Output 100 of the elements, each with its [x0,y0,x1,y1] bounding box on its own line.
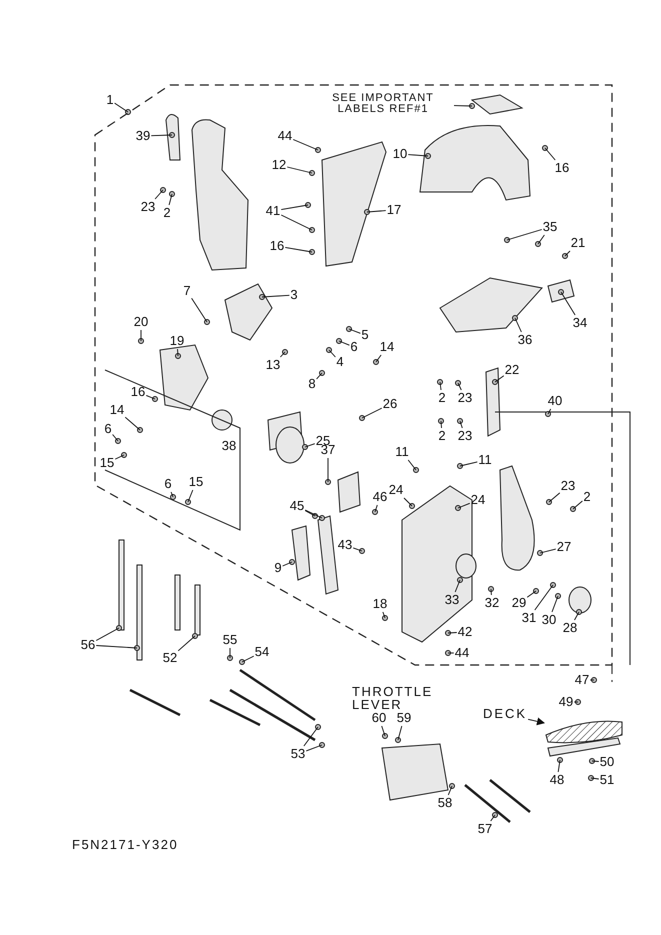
leader-line [592,760,600,762]
leader-line [362,408,382,418]
callout-number: 47 [574,673,590,687]
callout-number: 40 [548,394,562,408]
leader-line [376,354,382,362]
leader-line [458,382,462,390]
callout-number: 51 [600,773,614,787]
callout-number: 45 [290,499,304,513]
callout-number: 53 [290,747,306,761]
callout-number: 22 [504,363,520,377]
leader-line [558,760,560,772]
leader-line [526,590,536,598]
leader-line [544,148,556,160]
callout-number: 4 [336,355,344,369]
leader-line [154,190,164,200]
leader-line [242,656,254,662]
leader-line [552,596,558,612]
callout-number: 15 [100,456,114,470]
part-label: DECK [482,707,528,721]
leader-line [440,420,442,428]
leader-line [112,434,118,442]
callout-number: 24 [388,483,404,497]
callout-number: 27 [556,540,572,554]
callout-number: 18 [372,597,388,611]
callout-number: 1 [106,93,114,107]
leader-line [124,416,140,430]
leader-line [114,454,124,460]
drawing-code: F5N2171-Y320 [72,838,180,851]
leader-line [454,105,472,106]
callout-number: 32 [484,596,500,610]
leader-line [374,504,378,512]
callout-number: 43 [338,538,352,552]
callout-number: 31 [522,611,536,625]
deck-drawing [545,718,623,746]
callout-number: 6 [164,477,172,491]
leader-line [352,547,362,552]
callout-number: 11 [395,445,409,459]
leader-line [96,628,120,641]
callout-number: 35 [542,220,558,234]
callout-number: 16 [270,239,284,253]
callout-number: 26 [382,397,398,411]
callout-number: 39 [136,129,150,143]
leader-line [292,139,318,150]
callout-number: 52 [162,651,178,665]
leader-line [348,328,361,334]
leader-line [448,632,458,634]
callout-number: 23 [560,479,576,493]
leader-line [381,726,386,736]
leader-line [540,548,556,554]
leader-line [114,102,128,112]
callout-number: 38 [222,439,236,453]
callout-number: 48 [550,773,564,787]
leader-line [548,492,560,502]
leader-line [328,350,336,358]
leader-line [590,778,600,780]
leader-line [448,652,454,654]
leader-line [170,492,174,498]
leader-line [286,166,312,174]
leader-line [506,229,542,240]
leader-line [548,408,552,414]
callout-number: 42 [458,625,472,639]
callout-number: 41 [266,204,280,218]
callout-number: 12 [272,158,286,172]
leader-line [404,498,412,506]
leader-line [398,726,402,740]
leader-line [514,318,522,332]
callout-number: 60 [372,711,386,725]
leader-line [490,588,492,596]
callout-number: 57 [478,822,492,836]
leader-line [262,294,290,298]
leader-line [408,154,428,156]
callout-number: 46 [372,490,388,504]
leader-line [458,502,470,508]
leader-line [538,234,545,244]
leader-line [534,584,554,610]
leader-line [177,348,178,356]
callout-number: 15 [188,475,204,489]
callout-number: 44 [454,646,470,660]
callout-number: 33 [444,593,460,607]
callout-number: 23 [458,429,472,443]
leader-line [382,612,386,618]
leader-line [178,636,196,652]
leader-line [303,726,318,746]
leader-line [304,510,322,518]
leader-line [460,461,478,466]
callout-number: 6 [104,422,112,436]
leader-line [572,500,583,510]
leader-line [188,490,194,502]
leader-line [284,246,312,252]
leader-line [494,375,504,382]
leader-line [574,612,580,620]
callout-number: 2 [438,429,446,443]
leader-line [150,134,172,136]
callout-number: 2 [583,490,591,504]
leader-line [454,580,460,592]
callout-number: 34 [572,316,588,330]
leader-line [440,382,442,390]
callout-number: 58 [438,796,452,810]
callout-number: 54 [254,645,270,659]
section-title: THROTTLE LEVER [352,685,434,711]
